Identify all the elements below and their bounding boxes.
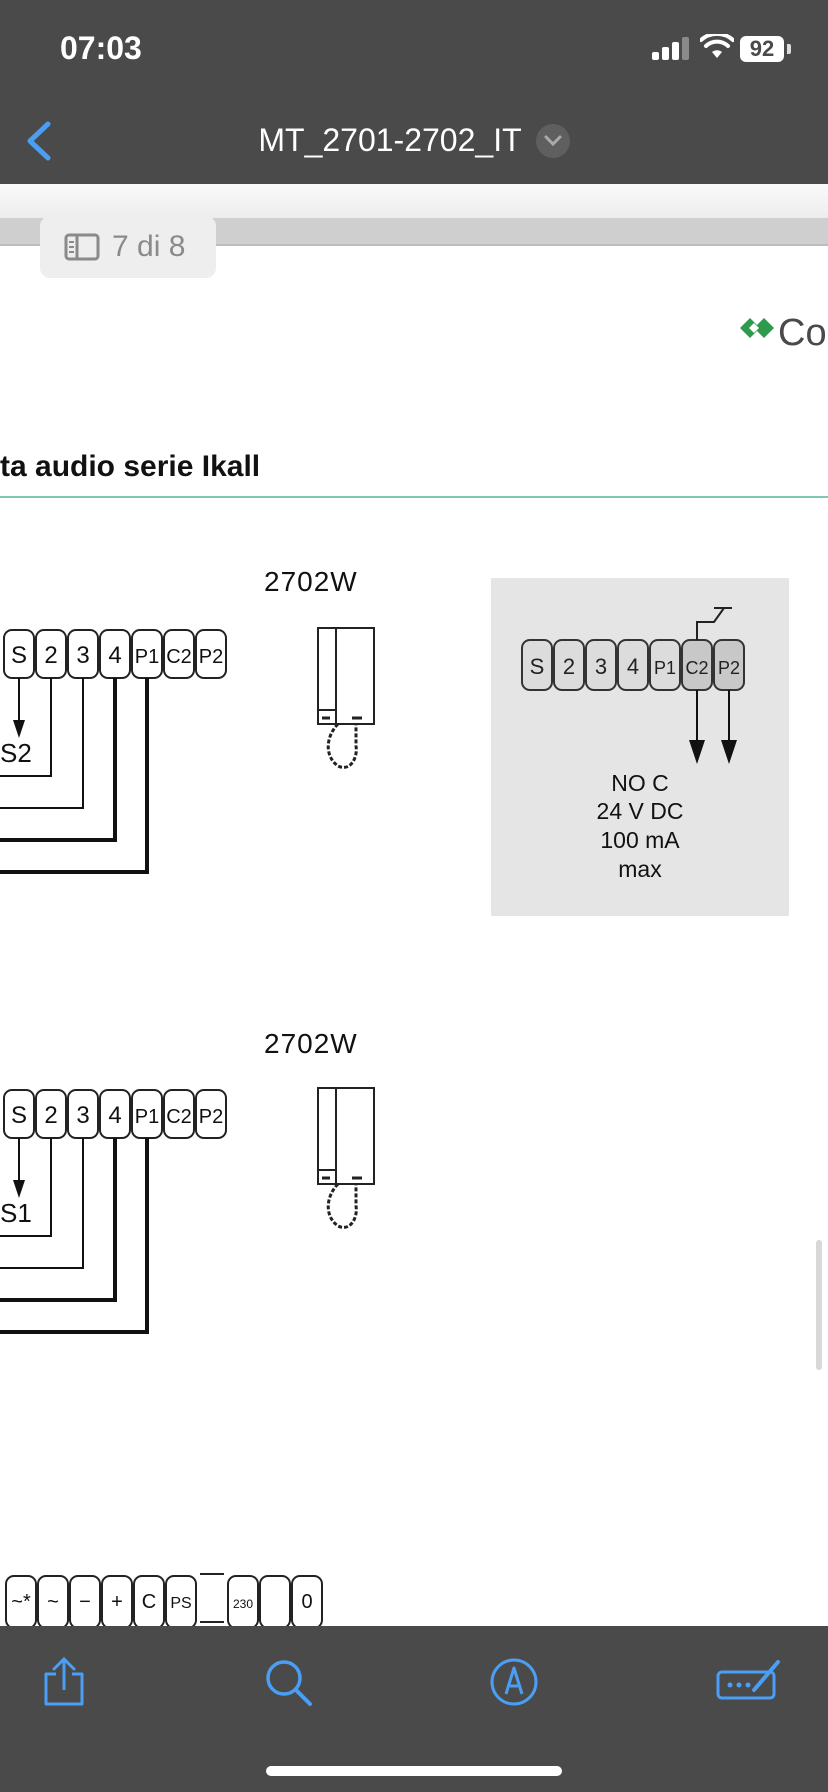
diagram-1-call-label: S2: [0, 738, 32, 768]
page-indicator-badge[interactable]: 7 di 8: [40, 216, 216, 278]
edit-form-icon[interactable]: [714, 1654, 784, 1710]
terminal-2: 2: [44, 1102, 57, 1129]
diagram-2-model-label: 2702W: [264, 1028, 358, 1059]
power-terminal-minus: −: [79, 1591, 91, 1613]
power-terminal-0: 0: [301, 1591, 312, 1613]
back-chevron-icon[interactable]: [20, 118, 60, 164]
terminal-s: S: [11, 1102, 27, 1129]
power-terminal-c: C: [142, 1591, 156, 1613]
relay-terminal-s: S: [530, 654, 545, 679]
terminal-3: 3: [76, 642, 89, 669]
chevron-down-icon: [544, 135, 562, 146]
section-rule: [0, 496, 828, 498]
relay-terminal-3: 3: [595, 654, 607, 679]
diagram-1-wiring: S 2 3 4 P1 C2 P2 S2: [0, 629, 227, 874]
relay-note-line-4: max: [618, 856, 662, 882]
terminal-p1: P1: [135, 646, 159, 668]
power-terminal-230: 230: [233, 1597, 253, 1611]
power-terminal-ac2: ~: [47, 1591, 59, 1613]
terminal-p2: P2: [199, 646, 223, 668]
terminal-4: 4: [108, 642, 121, 669]
power-terminal-plus: +: [111, 1591, 123, 1613]
brand-logo-icon: [740, 318, 774, 338]
relay-terminal-p2: P2: [718, 658, 740, 678]
page-indicator-text: 7 di 8: [112, 230, 186, 263]
search-icon[interactable]: [260, 1654, 316, 1710]
terminal-2: 2: [44, 642, 57, 669]
relay-terminal-4: 4: [627, 654, 639, 679]
terminal-s: S: [11, 642, 27, 669]
share-icon[interactable]: [36, 1654, 92, 1710]
terminal-p1: P1: [135, 1106, 159, 1128]
power-terminal-ac1: ~*: [11, 1591, 31, 1613]
brand-logo-text: Co: [778, 312, 827, 354]
terminal-p2: P2: [199, 1106, 223, 1128]
wifi-icon: [700, 34, 734, 58]
home-indicator[interactable]: [266, 1766, 562, 1776]
status-time: 07:03: [60, 30, 142, 66]
terminal-c2: C2: [166, 646, 192, 668]
battery-nub: [787, 44, 791, 54]
status-bar: 07:03 92: [0, 0, 828, 96]
diagram-2-call-label: S1: [0, 1198, 32, 1228]
intercom-handset-icon-1: [317, 627, 375, 769]
relay-wiring: S 2 3 4 P1 C2 P2: [521, 607, 745, 764]
navigation-bar: MT_2701-2702_IT: [0, 96, 828, 184]
relay-terminal-p1: P1: [654, 658, 676, 678]
document-title: MT_2701-2702_IT: [258, 122, 522, 158]
power-terminal-ps: PS: [170, 1595, 191, 1612]
terminal-4: 4: [108, 1102, 121, 1129]
cellular-signal-icon: [652, 37, 689, 60]
page-divider: [0, 244, 828, 246]
relay-note-line-1: NO C: [611, 770, 669, 796]
relay-note-box: [491, 578, 789, 916]
terminal-c2: C2: [166, 1106, 192, 1128]
diagram-2-wiring: S 2 3 4 P1 C2 P2 S1: [0, 1089, 227, 1334]
title-menu-button[interactable]: [535, 123, 570, 158]
sidebar-icon: [64, 233, 100, 261]
relay-terminal-2: 2: [563, 654, 575, 679]
document-title-area[interactable]: MT_2701-2702_IT: [0, 122, 828, 159]
terminal-3: 3: [76, 1102, 89, 1129]
relay-note-line-3: 100 mA: [600, 827, 680, 853]
vertical-scrollbar[interactable]: [816, 1240, 822, 1370]
bottom-toolbar: [0, 1626, 828, 1792]
relay-terminal-c2: C2: [685, 658, 708, 678]
markup-icon[interactable]: [486, 1654, 542, 1710]
intercom-handset-icon-2: [317, 1087, 375, 1229]
diagram-1-model-label: 2702W: [264, 566, 358, 597]
relay-note-line-2: 24 V DC: [596, 798, 684, 824]
power-terminal-strip: ~* ~ − + C PS 230 0: [5, 1573, 323, 1626]
section-title: ta audio serie Ikall: [0, 450, 261, 483]
battery-level: 92: [740, 36, 784, 62]
